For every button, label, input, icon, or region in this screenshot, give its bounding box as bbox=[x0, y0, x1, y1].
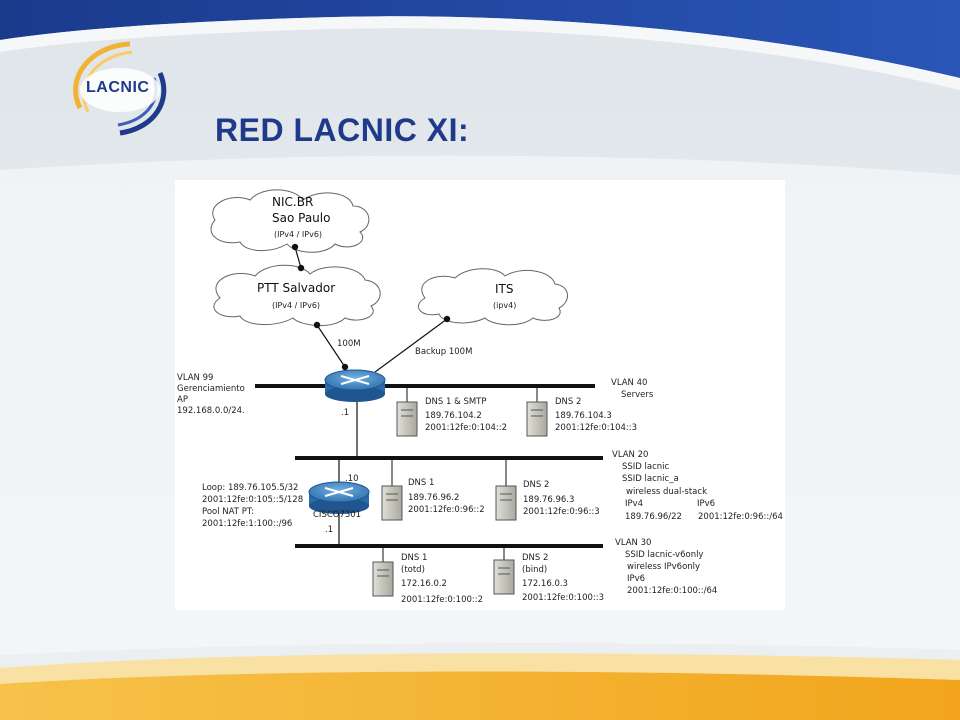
router2-info-4: 2001:12fe:1:100::/96 bbox=[202, 519, 292, 529]
server-dns2-vlan40-icon bbox=[526, 401, 548, 437]
vlan40-s1-ipv4: 189.76.104.2 bbox=[425, 411, 482, 421]
network-diagram-svg: NIC.BR Sao Paulo (IPv4 / IPv6) PTT Salva… bbox=[177, 189, 783, 605]
vlan30-s1-ipv6: 2001:12fe:0:100::2 bbox=[401, 595, 483, 605]
vlan20-line4: wireless dual-stack bbox=[626, 487, 707, 497]
router2-info-2: 2001:12fe:0:105::5/128 bbox=[202, 495, 303, 505]
vlan40-s2-ipv4: 189.76.104.3 bbox=[555, 411, 612, 421]
vlan30-line2: SSID lacnic-v6only bbox=[625, 550, 703, 560]
vlan30-line1: VLAN 30 bbox=[615, 538, 651, 548]
vlan99-line3: AP bbox=[177, 395, 188, 405]
bottom-swoosh-light bbox=[0, 653, 960, 684]
cloud-ptt-salvador: PTT Salvador (IPv4 / IPv6) bbox=[213, 264, 381, 326]
cloud-nicbr: NIC.BR Sao Paulo (IPv4 / IPv6) bbox=[210, 189, 370, 253]
vlan20-ipv6-net: 2001:12fe:0:96::/64 bbox=[698, 512, 783, 522]
vlan30-s2-name: DNS 2 bbox=[522, 553, 548, 563]
vlan30-s2-ipv6: 2001:12fe:0:100::3 bbox=[522, 593, 604, 603]
vlan40-s2-ipv6: 2001:12fe:0:104::3 bbox=[555, 423, 637, 433]
vlan20-s1-ipv4: 189.76.96.2 bbox=[408, 493, 459, 503]
slide-title: RED LACNIC XI: bbox=[215, 112, 470, 148]
links bbox=[294, 246, 448, 373]
router1-iface: .1 bbox=[341, 408, 349, 418]
cloud-ptt-note: (IPv4 / IPv6) bbox=[272, 301, 320, 310]
cloud-nicbr-line1: NIC.BR bbox=[272, 195, 313, 209]
network-diagram: NIC.BR Sao Paulo (IPv4 / IPv6) PTT Salva… bbox=[175, 180, 785, 610]
link-endpoints bbox=[291, 243, 451, 371]
cloud-nicbr-line2: Sao Paulo bbox=[272, 211, 330, 225]
logo-rings-icon bbox=[73, 41, 167, 136]
vlan20-s1-ipv6: 2001:12fe:0:96::2 bbox=[408, 505, 485, 515]
lacnic-logo: LACNIC bbox=[60, 38, 180, 138]
router2-name: CISCO7301 bbox=[313, 510, 361, 520]
vlan40-s1-name: DNS 1 & SMTP bbox=[425, 397, 487, 407]
cloud-its-line1: ITS bbox=[495, 282, 514, 296]
bottom-swoosh bbox=[0, 671, 960, 720]
cloud-ptt-line1: PTT Salvador bbox=[257, 281, 335, 295]
router2-iface-bottom: .1 bbox=[325, 525, 333, 535]
router2-iface-top: .10 bbox=[345, 474, 359, 484]
vlan20-ipv4-label: IPv4 bbox=[625, 499, 643, 509]
vlan30-line3: wireless IPv6only bbox=[627, 562, 700, 572]
vlan20-line1: VLAN 20 bbox=[612, 450, 648, 460]
cloud-nicbr-note: (IPv4 / IPv6) bbox=[274, 230, 322, 239]
vlan30-s2-ipv4: 172.16.0.3 bbox=[522, 579, 568, 589]
vlan30-line5: 2001:12fe:0:100::/64 bbox=[627, 586, 717, 596]
vlan20-line3: SSID lacnic_a bbox=[622, 474, 679, 484]
logo-text: LACNIC bbox=[86, 79, 150, 96]
vlan20-s2-ipv6: 2001:12fe:0:96::3 bbox=[523, 507, 600, 517]
router2-info-1: Loop: 189.76.105.5/32 bbox=[202, 483, 298, 493]
server-dns2-bind-icon bbox=[493, 559, 515, 595]
vlan99-line1: VLAN 99 bbox=[177, 373, 213, 383]
router2-info-3: Pool NAT PT: bbox=[202, 507, 254, 517]
router-2-icon bbox=[308, 481, 370, 514]
vlan40-s2-name: DNS 2 bbox=[555, 397, 581, 407]
vlan40-title: VLAN 40 bbox=[611, 378, 647, 388]
vlan99-line2: Gerenciamiento bbox=[177, 384, 245, 394]
vlan40-s1-ipv6: 2001:12fe:0:104::2 bbox=[425, 423, 507, 433]
server-dns1-totd-icon bbox=[372, 561, 394, 597]
vlan30-s2-sub: (bind) bbox=[522, 565, 547, 575]
vlan20-s1-name: DNS 1 bbox=[408, 478, 434, 488]
vlan30-line4: IPv6 bbox=[627, 574, 645, 584]
cloud-its: ITS (ipv4) bbox=[418, 268, 568, 326]
server-dns2-vlan20-icon bbox=[495, 485, 517, 521]
vlan30-s1-sub: (totd) bbox=[401, 565, 425, 575]
link-its-label: Backup 100M bbox=[415, 347, 472, 357]
vlan20-s2-ipv4: 189.76.96.3 bbox=[523, 495, 574, 505]
vlan20-ipv6-label: IPv6 bbox=[697, 499, 715, 509]
vlan20-s2-name: DNS 2 bbox=[523, 480, 549, 490]
vlan30-s1-ipv4: 172.16.0.2 bbox=[401, 579, 447, 589]
top-swoosh bbox=[0, 0, 960, 78]
server-dns1-vlan20-icon bbox=[381, 485, 403, 521]
server-dns1-smtp-icon bbox=[396, 401, 418, 437]
router-1-icon bbox=[324, 369, 386, 402]
vlan30-s1-name: DNS 1 bbox=[401, 553, 427, 563]
top-swoosh-highlight bbox=[0, 16, 960, 91]
link-ptt-label: 100M bbox=[337, 339, 361, 349]
vlan20-ipv4-net: 189.76.96/22 bbox=[625, 512, 682, 522]
vlan40-name: Servers bbox=[621, 390, 654, 400]
cloud-its-note: (ipv4) bbox=[493, 301, 516, 310]
vlan20-line2: SSID lacnic bbox=[622, 462, 670, 472]
vlan99-line4: 192.168.0.0/24. bbox=[177, 406, 245, 416]
